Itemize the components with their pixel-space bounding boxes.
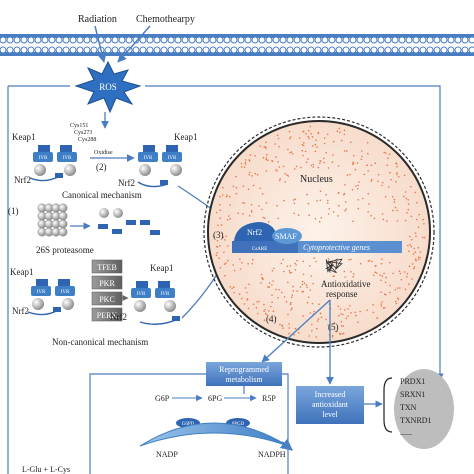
increased-antioxidant-box [296,386,364,424]
ros-label: ROS [99,82,117,92]
ros-burst [74,60,142,114]
cys-residue-2: Cys273 [74,130,92,136]
nrf2-canonical-left: Nrf2 [14,175,31,185]
keap1-canonical-left: Keap1 [12,132,36,142]
nucleus [203,116,435,348]
increased-antioxidant-line1: Increased [315,390,346,399]
membrane-phospholipids [0,36,474,54]
nrf2-canonical-right: Nrf2 [118,178,135,188]
nrf2-noncanonical-left: Nrf2 [12,306,29,316]
keap1-noncanonical-left: Keap1 [10,267,34,277]
keap1-dimer-noncanonical-left: IVR IVR [27,279,75,316]
nrf2-noncanonical-right: Nrf2 [110,312,127,322]
metabolite-r5p: R5P [262,394,276,403]
nrf2-smaf-are-complex [232,222,402,253]
reprogrammed-metabolism-line2: metabolism [225,375,263,384]
nadph-arrowhead [279,438,293,451]
cys-residue-1: Cys151 [70,123,88,129]
protein-txn: TXN [400,403,417,412]
keap1-noncanonical-right: Keap1 [150,263,174,273]
ivr-label: IVR [61,290,70,295]
keap1-dimer-canonical-left: IVR IVR [29,145,77,182]
kinase-box [91,307,123,322]
nucleus-step-4: (4) [266,314,277,324]
nrf2-fragment [172,316,180,321]
kinase-box [91,275,123,290]
keap1-canonical-right: Keap1 [174,132,198,142]
kinase-stack: TFEB PKR PKC PERK [91,259,129,322]
antioxidant-protein-ellipse [394,369,454,449]
proteasome-26s-icon [37,203,68,237]
stimulus-arrow-left [94,25,107,63]
increased-antioxidant-line2: antioxidant [312,400,349,409]
reprogrammed-metabolism-box [206,362,282,386]
proteasome-step-number: (1) [8,206,19,216]
ivr-label: IVR [144,156,153,161]
smaf-label: SMAF [275,232,297,241]
keap1-dimer-noncanonical-right: IVR IVR [131,281,176,312]
metabolite-g6p: G6P [155,394,170,403]
kinase-perk: PERK [97,311,118,320]
nadph-label: NADPH [258,450,286,459]
nucleus-label: Nucleus [300,174,333,185]
kinase-pkc: PKC [99,295,115,304]
kinase-tfeb: TFEB [97,263,117,272]
stimulus-arrow-right [117,25,151,63]
ivr-label: IVR [37,290,46,295]
reprogrammed-metabolism-line1: Reprogrammed [219,365,269,374]
protein-bracket [383,377,393,433]
ivr-label: IVR [63,156,72,161]
protein-prdx1: PRDX1 [400,377,425,386]
protein-more: ...... [400,428,412,437]
kinase-pkr: PKR [99,279,115,288]
antioxidative-response-line1: Antioxidative [321,279,371,289]
are-label: CsARE [252,247,267,252]
cys-residue-3: Cys288 [78,137,96,143]
noncanonical-mechanism-label: Non-canonical mechanism [52,337,148,347]
increased-antioxidant-line3: level [322,410,338,419]
nrf2-nuclear-label: Nrf2 [247,228,262,237]
metabolite-6pg: 6PG [208,394,222,403]
nucleus-step-5: (5) [328,322,339,332]
oxidise-label: Oxidise [94,150,113,156]
kinase-box [91,259,123,274]
nucleus-step-3: (3) [213,230,224,240]
nadp-label: NADP [156,450,178,459]
stimulus-radiation: Radiation [78,14,117,25]
protein-txnrd1: TXNRD1 [400,416,432,425]
keap1-dimer-canonical-right: IVR IVR [137,145,182,188]
antioxidative-response-line2: response [326,289,358,299]
cytoprotective-genes-label: Cytoprotective genes [303,243,370,252]
ivr-label: IVR [39,156,48,161]
canonical-mechanism-label: Canonical mechanism [62,190,142,200]
glu-cys-label: L-Glu + L-Cys [22,465,70,474]
canonical-step-number: (2) [96,162,107,172]
dna-cluster-icon [325,258,343,274]
stimulus-chemotherapy: Chemothearpy [136,14,195,25]
nadp-nadph-arc [139,422,289,447]
downstream-arrows [261,299,334,385]
proteasome-label: 26S proteasome [36,245,94,255]
degraded-fragments [98,208,160,235]
6pgd-label: 6PGD [232,422,245,427]
ivr-label: IVR [161,292,170,297]
ivr-label: IVR [137,292,146,297]
chromatin-dots [213,125,426,338]
protein-srxn1: SRXN1 [400,390,425,399]
g6pd-label: G6PD [182,422,195,427]
ivr-label: IVR [168,156,177,161]
cell-membrane [0,34,474,56]
